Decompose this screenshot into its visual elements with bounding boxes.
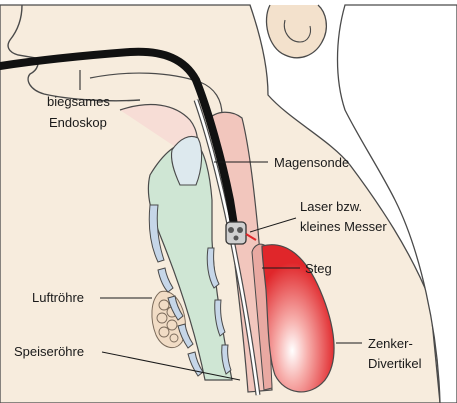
label-zenker-line2: Divertikel — [368, 356, 422, 371]
label-esophagus: Speiseröhre — [14, 344, 84, 359]
label-endoscope-line2: Endoskop — [49, 115, 107, 130]
ear — [266, 5, 326, 58]
label-laser-line1: Laser bzw. — [300, 199, 362, 214]
label-laser-line2: kleines Messer — [300, 219, 387, 234]
label-gastric-tube: Magensonde — [274, 155, 349, 170]
label-endoscope-line1: biegsames — [47, 94, 110, 109]
label-septum: Steg — [305, 261, 332, 276]
label-trachea: Luftröhre — [32, 290, 84, 305]
label-zenker-line1: Zenker- — [368, 336, 413, 351]
